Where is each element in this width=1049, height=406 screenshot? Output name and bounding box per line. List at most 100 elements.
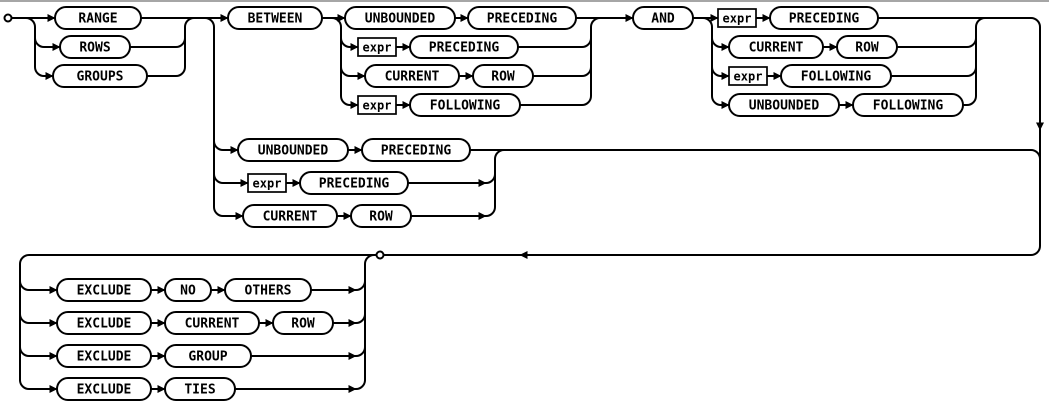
node-end-preceding: PRECEDING	[769, 6, 879, 30]
node-shape	[364, 64, 460, 88]
node-single-expr: expr	[247, 173, 287, 193]
node-single-row: ROW	[350, 204, 412, 228]
node-label: CURRENT	[385, 70, 440, 85]
node-exclude-1: EXCLUDE	[56, 278, 152, 302]
node-shape	[836, 35, 898, 59]
node-groups-label: GROUPS	[77, 70, 124, 85]
node-shape	[56, 278, 152, 302]
node-label: UNBOUNDED	[749, 99, 820, 114]
wire-between-end-merge	[878, 17, 1041, 106]
node-shape	[247, 173, 287, 193]
node-label: TIES	[184, 383, 215, 398]
node-end-row: ROW	[836, 35, 898, 59]
node-label: EXCLUDE	[77, 383, 132, 398]
node-exclude-row: ROW	[272, 311, 334, 335]
node-start-following: FOLLOWING	[409, 93, 521, 117]
node-groups-shape	[52, 64, 148, 88]
node-start-expr-2: expr	[357, 95, 397, 115]
node-range-label: RANGE	[78, 12, 117, 27]
node-shape	[237, 138, 349, 162]
node-label: UNBOUNDED	[365, 12, 436, 27]
node-shape	[164, 278, 212, 302]
node-no: NO	[164, 278, 212, 302]
node-start-expr-1: expr	[357, 37, 397, 57]
node-label: expr	[734, 70, 763, 84]
node-start-preceding-1: PRECEDING	[467, 6, 577, 30]
node-exclude-4: EXCLUDE	[56, 377, 152, 401]
node-shape	[409, 35, 519, 59]
node-end-following-1: FOLLOWING	[780, 64, 892, 88]
node-groups: GROUPS	[52, 64, 148, 88]
node-shape	[56, 344, 152, 368]
node-range: RANGE	[54, 6, 142, 30]
end-terminal	[375, 250, 385, 260]
node-shape	[164, 344, 252, 368]
node-label: NO	[180, 284, 196, 299]
node-shape	[56, 311, 152, 335]
node-shape	[242, 204, 338, 228]
node-single-unbounded: UNBOUNDED	[237, 138, 349, 162]
node-label: OTHERS	[245, 284, 292, 299]
node-others: OTHERS	[224, 278, 312, 302]
node-exclude-current: CURRENT	[164, 311, 260, 335]
node-label: PRECEDING	[429, 41, 500, 56]
wire-frame-type-branch	[25, 17, 45, 77]
node-shape	[361, 138, 471, 162]
node-end-expr-2: expr	[728, 66, 768, 86]
node-shape	[728, 93, 840, 117]
node-label: PRECEDING	[319, 177, 390, 192]
flow-arrows	[12, 14, 1044, 393]
node-end-expr-1: expr	[717, 8, 757, 28]
node-label: GROUP	[188, 350, 227, 365]
node-label: PRECEDING	[381, 144, 452, 159]
nodes: RANGE ROWS GROUPS BETWEEN UNBOUNDED PREC…	[52, 6, 964, 401]
node-start-preceding-2: PRECEDING	[409, 35, 519, 59]
node-shape	[299, 171, 409, 195]
node-label: FOLLOWING	[801, 70, 872, 85]
node-shape	[164, 377, 236, 401]
node-end-following-2: FOLLOWING	[852, 93, 964, 117]
node-end-unbounded: UNBOUNDED	[728, 93, 840, 117]
node-shape	[272, 311, 334, 335]
node-label: ROW	[369, 210, 393, 225]
node-label: PRECEDING	[487, 12, 558, 27]
node-shape	[164, 311, 260, 335]
node-label: expr	[363, 99, 392, 113]
node-label: expr	[253, 177, 282, 191]
node-between-shape	[227, 6, 323, 30]
node-shape	[56, 377, 152, 401]
wire-right-edge-return	[29, 130, 1041, 256]
node-label: ROW	[855, 41, 879, 56]
node-ties: TIES	[164, 377, 236, 401]
wire-alternative-branch	[204, 17, 224, 217]
node-label: EXCLUDE	[77, 284, 132, 299]
node-single-preceding-2: PRECEDING	[299, 171, 409, 195]
wire-between-start-branch	[331, 17, 351, 106]
node-shape	[472, 64, 534, 88]
node-shape	[467, 6, 577, 30]
node-label: FOLLOWING	[873, 99, 944, 114]
node-end-current: CURRENT	[728, 35, 824, 59]
wire-single-option-out	[470, 149, 1041, 160]
wire-exclude-branch	[19, 254, 30, 390]
node-label: ROW	[491, 70, 515, 85]
node-rows-label: ROWS	[79, 41, 110, 56]
node-rows-shape	[59, 35, 131, 59]
node-single-current: CURRENT	[242, 204, 338, 228]
node-rows: ROWS	[59, 35, 131, 59]
node-and-label: AND	[651, 12, 675, 27]
node-start-current: CURRENT	[364, 64, 460, 88]
node-range-shape	[54, 6, 142, 30]
wire-between-start-merge	[518, 17, 601, 106]
node-and-shape	[632, 6, 694, 30]
node-label: EXCLUDE	[77, 317, 132, 332]
node-shape	[728, 66, 768, 86]
node-label: PRECEDING	[789, 12, 860, 27]
node-between: BETWEEN	[227, 6, 323, 30]
node-shape	[852, 93, 964, 117]
start-terminal	[3, 13, 13, 23]
node-shape	[357, 95, 397, 115]
node-label: expr	[723, 12, 752, 26]
